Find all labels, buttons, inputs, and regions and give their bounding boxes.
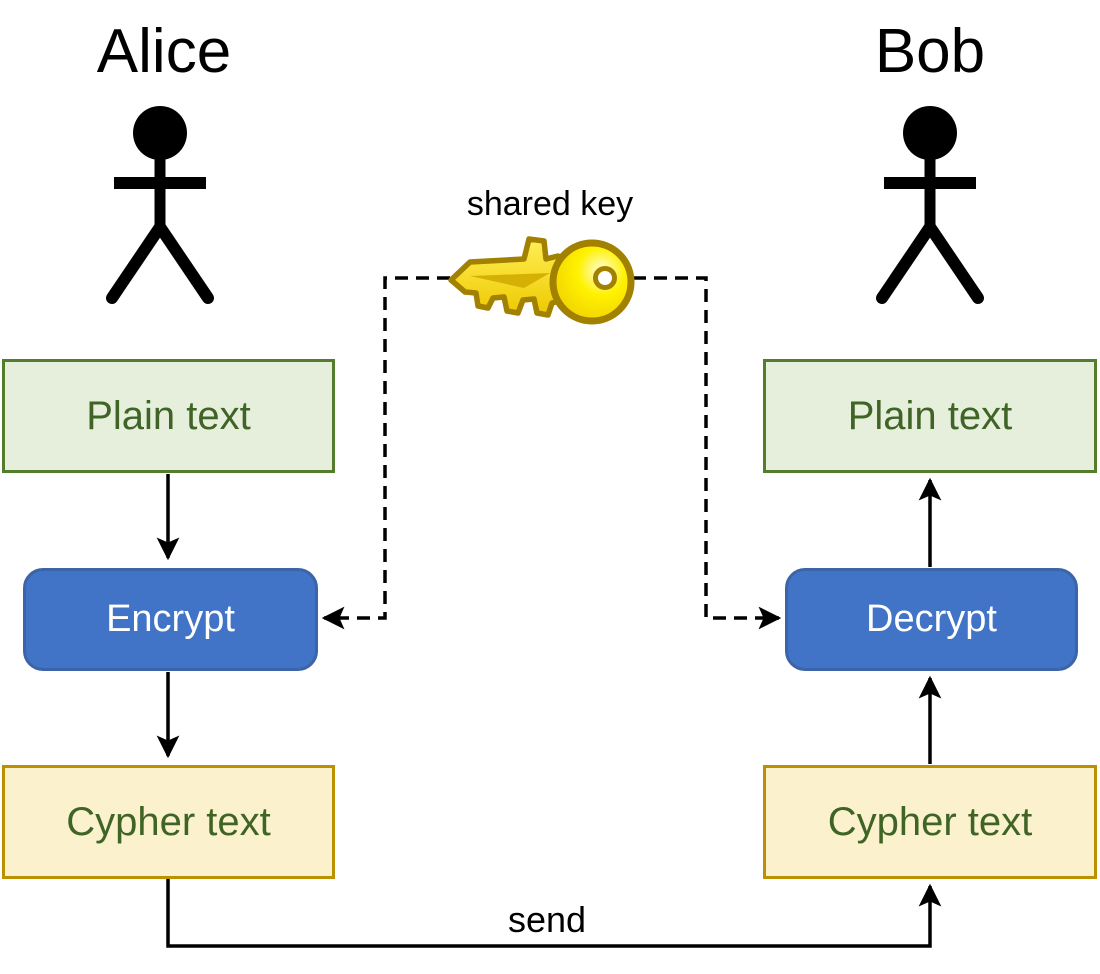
actor-title-alice: Alice (96, 17, 232, 86)
person-icon-alice (106, 106, 214, 304)
key-connectors (321, 276, 782, 630)
cypher-text-label-bob: Cypher text (827, 799, 1033, 844)
encrypt-box: Encrypt (23, 568, 318, 671)
person-icon-bob (876, 106, 984, 304)
plain-text-label-alice: Plain text (86, 393, 251, 438)
cypher-text-box-alice: Cypher text (2, 765, 335, 879)
actor-title-bob: Bob (874, 17, 986, 86)
cypher-text-label-alice: Cypher text (66, 799, 271, 844)
send-label: send (507, 899, 587, 940)
key-to-decrypt-connector (633, 276, 782, 630)
plain-text-box-alice: Plain text (2, 359, 335, 473)
plain-text-box-bob: Plain text (763, 359, 1097, 473)
shared-key-label: shared key (466, 185, 634, 223)
cypher-text-box-bob: Cypher text (763, 765, 1097, 879)
shared-key-icon (448, 236, 635, 325)
key-to-encrypt-connector (321, 276, 450, 630)
plain-text-label-bob: Plain text (847, 393, 1013, 438)
decrypt-box: Decrypt (785, 568, 1078, 671)
encrypt-label: Encrypt (106, 598, 235, 640)
decrypt-label: Decrypt (866, 598, 997, 640)
